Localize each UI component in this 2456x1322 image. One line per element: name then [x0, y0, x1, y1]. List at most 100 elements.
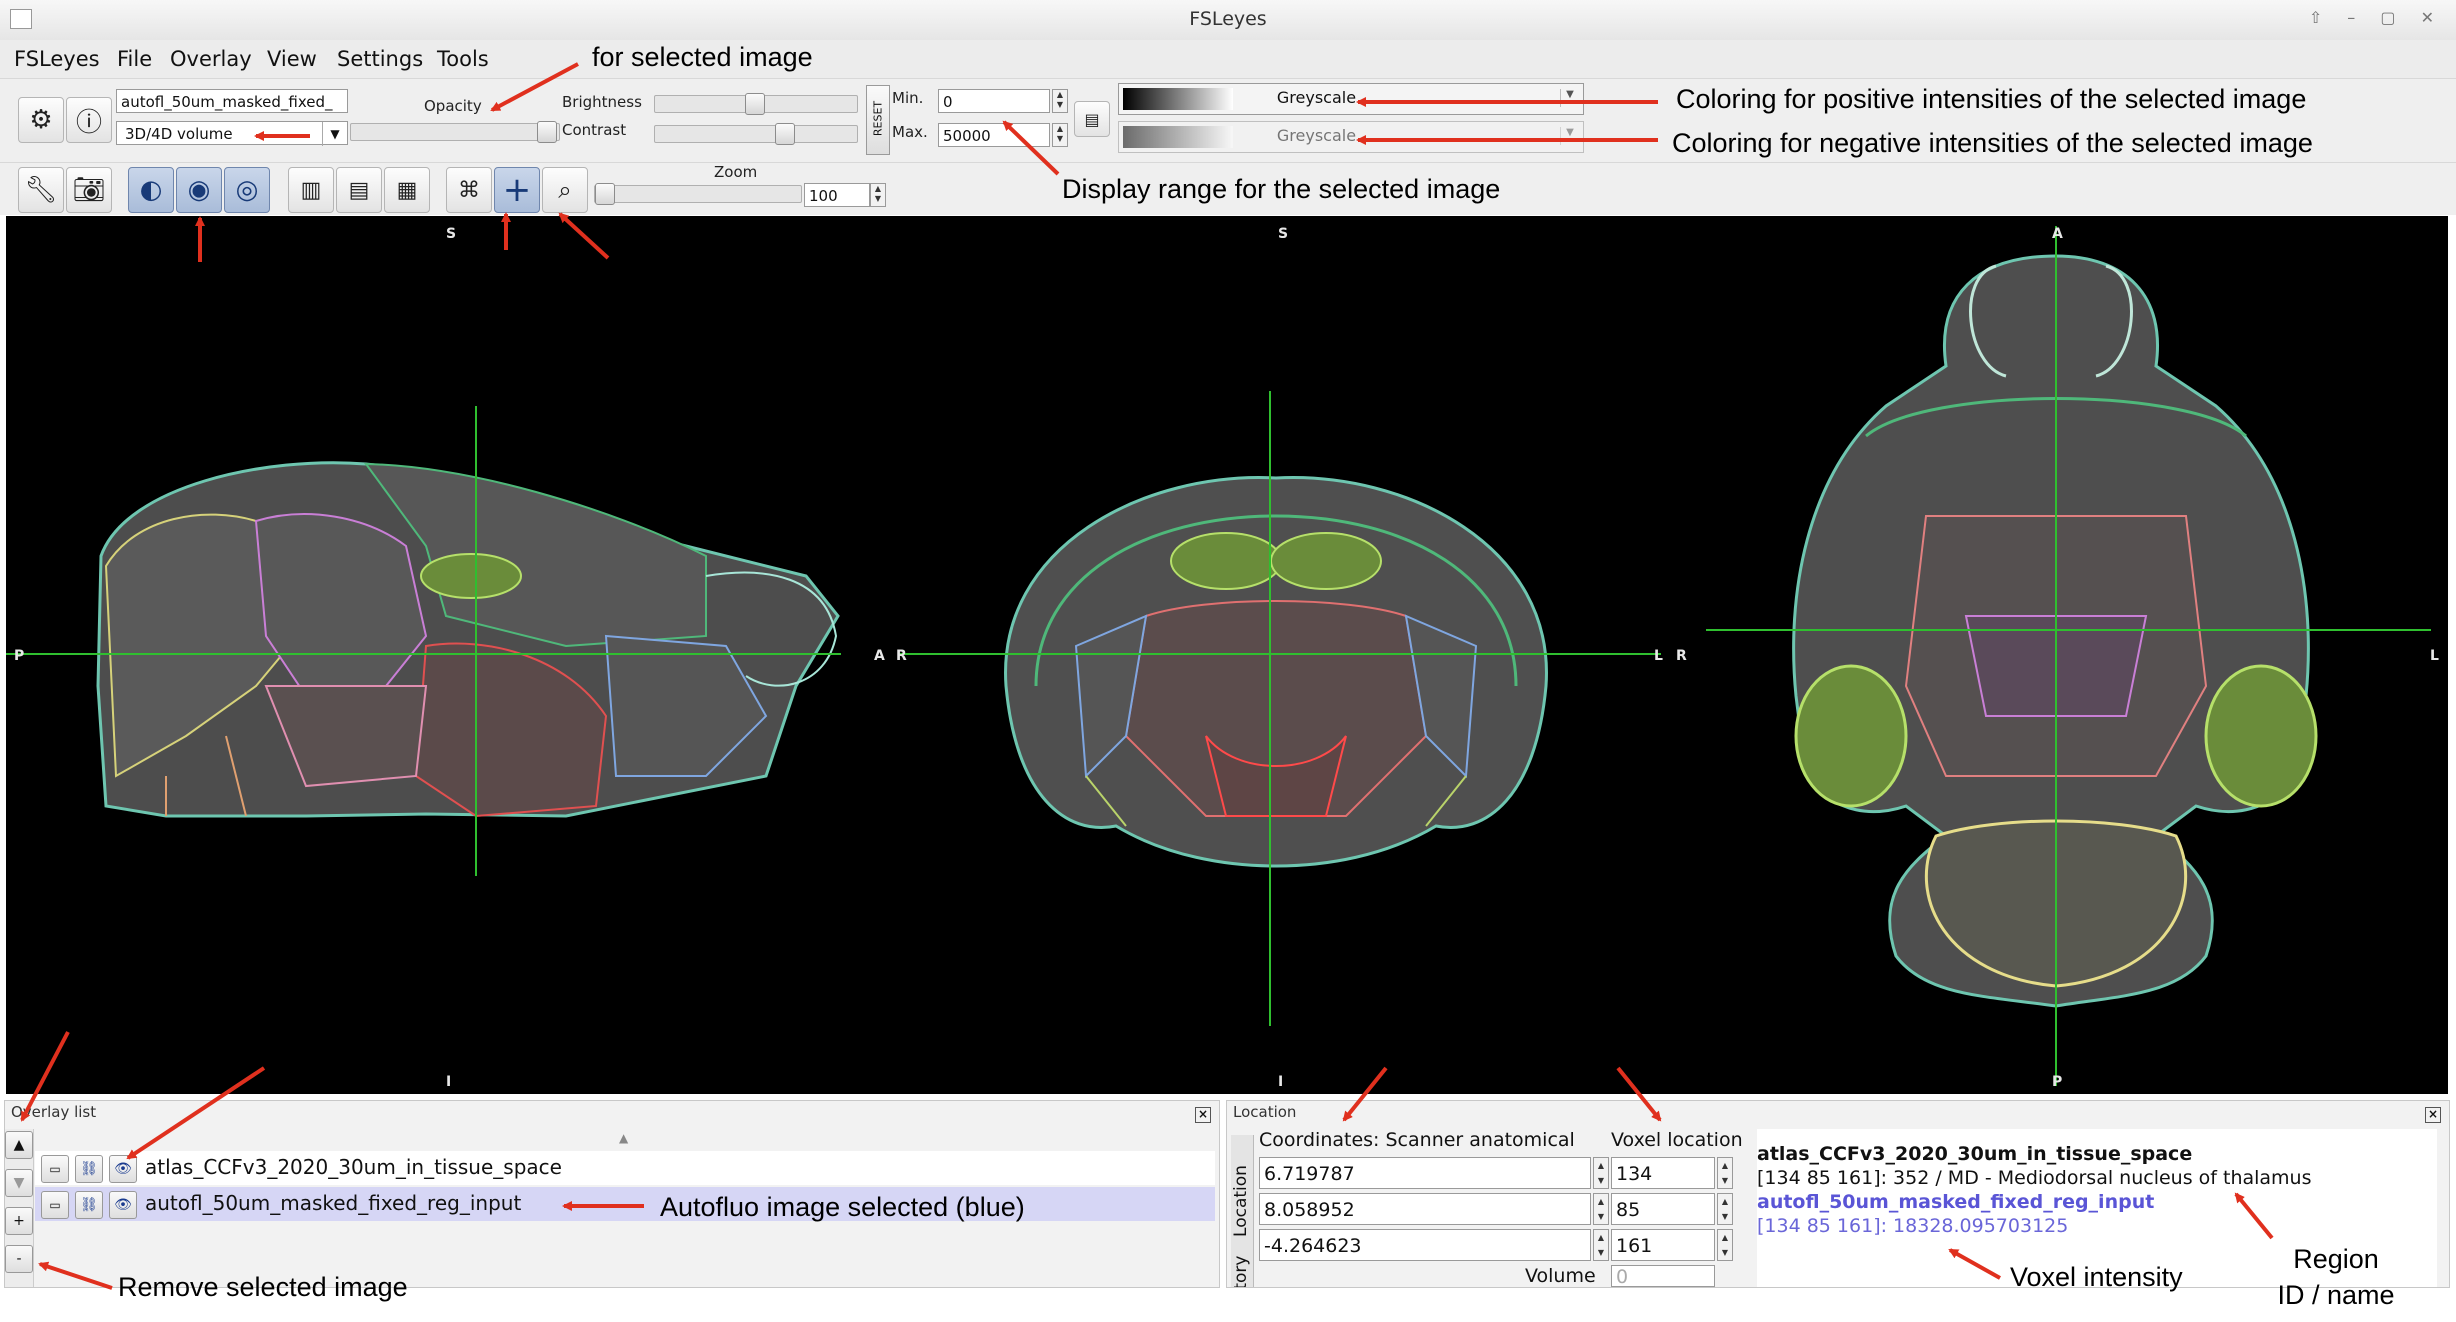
axial-top-label: A: [2052, 226, 2063, 242]
invert-cmap-icon[interactable]: ▤: [1074, 101, 1110, 137]
menu-overlay[interactable]: Overlay: [170, 47, 252, 71]
crosshairs: [6, 226, 2431, 1086]
slider-handle[interactable]: [537, 121, 557, 143]
world-y-input[interactable]: 8.058952: [1259, 1193, 1591, 1225]
menu-tools[interactable]: Tools: [437, 47, 489, 71]
world-x-spinner[interactable]: ▲▼: [1593, 1157, 1609, 1189]
voxel-x-input[interactable]: 134: [1611, 1157, 1715, 1189]
window-controls[interactable]: ⇧ – ▢ ✕: [2308, 8, 2444, 27]
slider-handle[interactable]: [775, 123, 795, 145]
movie-mode-icon[interactable]: ⌘: [446, 167, 492, 213]
axial-left-label: R: [1676, 648, 1687, 664]
slider-handle[interactable]: [595, 183, 615, 205]
reset-button[interactable]: RESET: [866, 85, 890, 155]
vertical-layout-icon[interactable]: ▤: [336, 167, 382, 213]
coronal-right-label: L: [1654, 648, 1663, 664]
image-overlay-name: autofl_50um_masked_fixed_reg_input: [1757, 1191, 2155, 1213]
voxel-z-spinner[interactable]: ▲▼: [1717, 1229, 1733, 1261]
add-overlay-button[interactable]: +: [5, 1207, 33, 1235]
contrast-slider[interactable]: [654, 123, 858, 145]
remove-overlay-button[interactable]: -: [5, 1245, 33, 1273]
voxel-location-label: Voxel location: [1611, 1129, 1743, 1151]
overlay-row[interactable]: ▭ ⛓ 👁︎ atlas_CCFv3_2020_30um_in_tissue_s…: [35, 1151, 1215, 1185]
atlas-region-value: [134 85 161]: 352 / MD - Mediodorsal nuc…: [1757, 1167, 2312, 1189]
link-icon[interactable]: ⛓: [75, 1155, 103, 1183]
window-title: FSLeyes: [1189, 8, 1267, 30]
wrench-icon[interactable]: 🔧︎: [18, 167, 64, 213]
close-icon[interactable]: ×: [2425, 1107, 2441, 1123]
grid-layout-icon[interactable]: ▦: [384, 167, 430, 213]
menu-fsleyes[interactable]: FSLeyes: [14, 47, 100, 71]
slider-handle[interactable]: [745, 93, 765, 115]
move-up-button[interactable]: ▲: [5, 1131, 33, 1159]
axial-view-icon[interactable]: ◎: [224, 167, 270, 213]
zoom-input[interactable]: 100: [804, 183, 870, 207]
link-icon[interactable]: ⛓: [75, 1191, 103, 1219]
world-y-spinner[interactable]: ▲▼: [1593, 1193, 1609, 1225]
display-range-min-input[interactable]: 0: [938, 89, 1050, 113]
location-side-tabs[interactable]: Location story: [1231, 1135, 1254, 1287]
sagittal-bottom-label: I: [446, 1074, 452, 1090]
annotation-display-range: Display range for the selected image: [1062, 174, 1501, 204]
scroll-up-icon[interactable]: ▲: [619, 1131, 629, 1145]
info-icon[interactable]: ⓘ: [66, 97, 112, 143]
annotation-toggle-2: visibility: [245, 1042, 339, 1072]
zoom-label: Zoom: [714, 163, 758, 181]
colormap-gradient: [1123, 88, 1233, 110]
annotation-for-selected: for selected image: [592, 42, 813, 72]
zoom-spinner[interactable]: ▲▼: [870, 183, 886, 207]
annotation-region-1: Region: [2293, 1244, 2379, 1274]
min-spinner[interactable]: ▲▼: [1052, 89, 1068, 113]
save-icon[interactable]: ▭: [41, 1191, 69, 1219]
brain-views[interactable]: [6, 216, 2448, 1094]
annotation-ortho-1: Ortho: [472, 254, 540, 284]
world-z-spinner[interactable]: ▲▼: [1593, 1229, 1609, 1261]
world-z-input[interactable]: -4.264623: [1259, 1229, 1591, 1261]
annotation-order-1: Image: [40, 954, 116, 984]
horizontal-layout-icon[interactable]: ▥: [288, 167, 334, 213]
zoom-slider[interactable]: [594, 183, 802, 205]
coronal-left-label: R: [896, 648, 907, 664]
overlay-list-title: Overlay list: [11, 1103, 97, 1121]
save-icon[interactable]: ▭: [41, 1155, 69, 1183]
ortho-canvas[interactable]: S I P A S I R L A P R L: [6, 216, 2448, 1094]
annotation-voxel-intensity: Voxel intensity: [2010, 1262, 2183, 1292]
display-range-max-input[interactable]: 50000: [938, 123, 1050, 147]
annotation-views: Views: [166, 266, 238, 296]
menu-bar: FSLeyes File Overlay View Settings Tools: [0, 40, 2456, 78]
menu-file[interactable]: File: [117, 47, 153, 71]
overlay-name-field[interactable]: autofl_50um_masked_fixed_: [116, 89, 348, 113]
menu-settings[interactable]: Settings: [337, 47, 424, 71]
world-x-input[interactable]: 6.719787: [1259, 1157, 1591, 1189]
gear-icon[interactable]: ⚙: [18, 97, 64, 143]
window-icon: [10, 9, 32, 29]
camera-icon[interactable]: 📷︎: [66, 167, 112, 213]
voxel-z-input[interactable]: 161: [1611, 1229, 1715, 1261]
axial-right-label: L: [2430, 648, 2439, 664]
max-spinner[interactable]: ▲▼: [1052, 123, 1068, 147]
menu-view[interactable]: View: [267, 47, 317, 71]
eye-icon[interactable]: 👁︎: [109, 1191, 137, 1219]
close-icon[interactable]: ×: [1195, 1107, 1211, 1123]
annotation-ortho-2: planes: [466, 290, 546, 320]
coronal-view-icon[interactable]: ◉: [176, 167, 222, 213]
annotation-coloring-positive: Coloring for positive intensities of the…: [1676, 84, 2307, 114]
crosshair-icon[interactable]: +: [494, 167, 540, 213]
volume-input[interactable]: 0: [1611, 1265, 1715, 1288]
annotation-region-2: ID / name: [2277, 1280, 2395, 1310]
sagittal-view-icon[interactable]: ◐: [128, 167, 174, 213]
voxel-y-input[interactable]: 85: [1611, 1193, 1715, 1225]
positive-colormap-select[interactable]: Greyscale ▼: [1118, 83, 1584, 115]
negative-colormap-select[interactable]: Greyscale ▼: [1118, 121, 1584, 153]
opacity-slider[interactable]: [350, 121, 560, 143]
overlay-type-select[interactable]: 3D/4D volume ▼: [116, 121, 348, 146]
brightness-slider[interactable]: [654, 93, 858, 115]
voxel-x-spinner[interactable]: ▲▼: [1717, 1157, 1733, 1189]
reset-zoom-icon[interactable]: ⌕: [542, 167, 588, 213]
coronal-bottom-label: I: [1278, 1074, 1284, 1090]
overlay-order-bar: ▲ ▼ + -: [5, 1129, 34, 1287]
atlas-overlay-name: atlas_CCFv3_2020_30um_in_tissue_space: [1757, 1143, 2193, 1165]
move-down-button[interactable]: ▼: [5, 1169, 33, 1197]
eye-icon[interactable]: 👁︎: [109, 1155, 137, 1183]
voxel-y-spinner[interactable]: ▲▼: [1717, 1193, 1733, 1225]
